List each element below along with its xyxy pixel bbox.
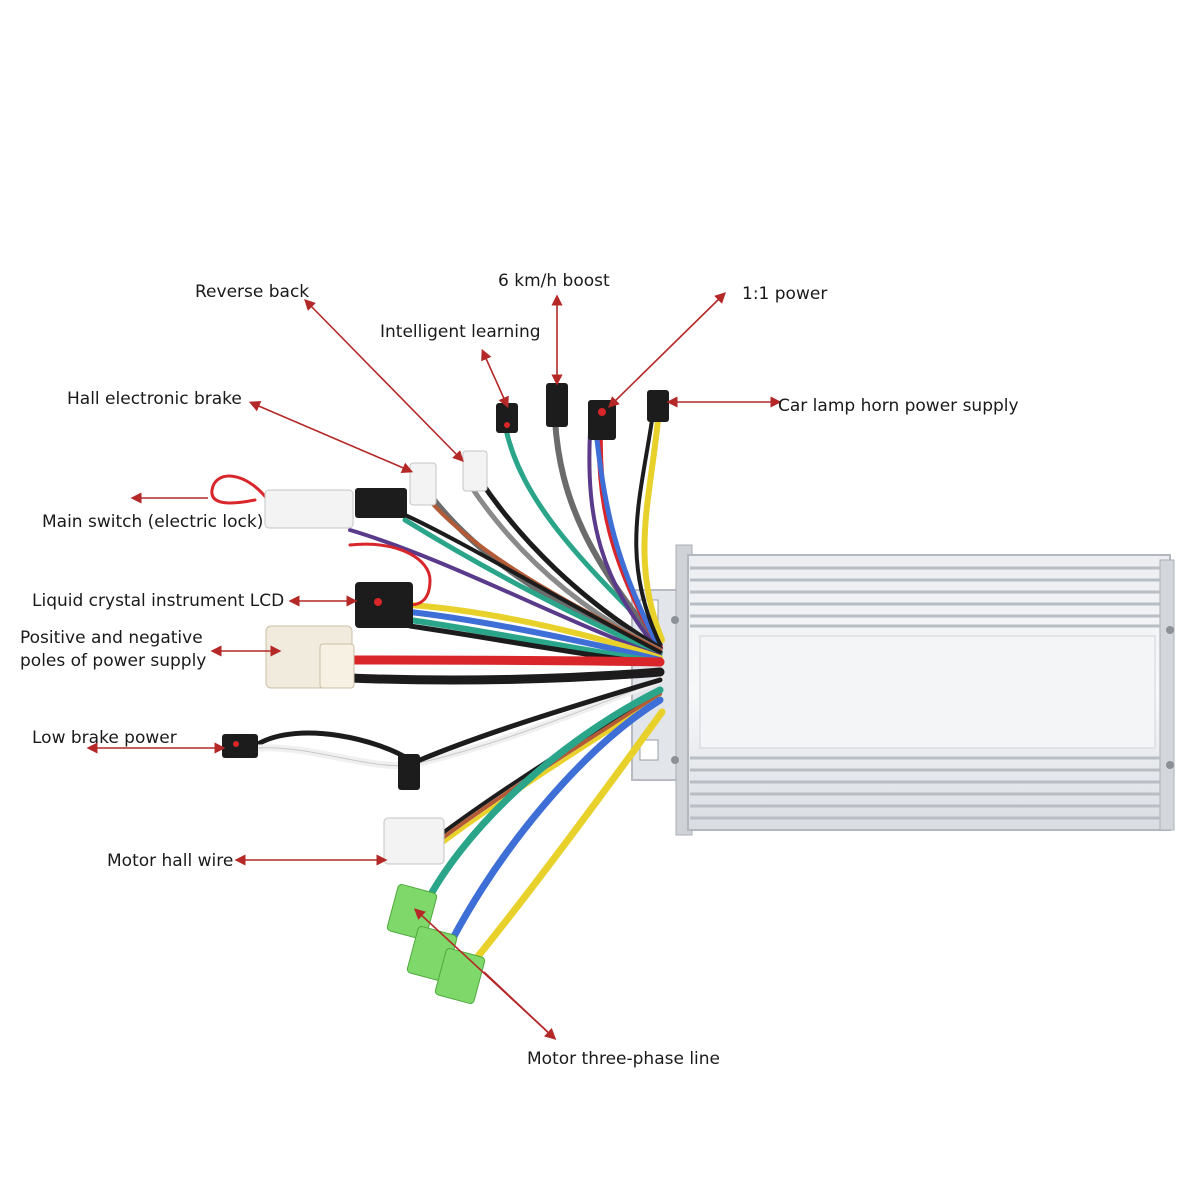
arrow-hall-brake [248, 401, 414, 473]
label-reverse-back: Reverse back [195, 282, 310, 302]
mounting-screw [1166, 626, 1174, 634]
arrow-power-1-1 [608, 292, 726, 408]
label-motor-three-phase: Motor three-phase line [527, 1049, 721, 1069]
label-power-supply-line2: poles of power supply [20, 651, 207, 671]
label-car-lamp-horn: Car lamp horn power supply [778, 396, 1019, 416]
heat-sink-fins [690, 566, 1160, 820]
label-motor-hall-wire: Motor hall wire [107, 851, 234, 871]
lcd-connector [355, 582, 413, 628]
arrow-reverse-back [304, 299, 464, 462]
label-intelligent-learning: Intelligent learning [380, 322, 541, 342]
mounting-screw [671, 756, 679, 764]
wire-harness [210, 417, 666, 964]
label-1-1-power: 1:1 power [742, 284, 828, 304]
controller-housing [631, 544, 1175, 836]
car-lamp-connector [647, 390, 669, 422]
main-switch-connector [264, 488, 407, 529]
mounting-screw [671, 616, 679, 624]
label-hall-electronic-brake: Hall electronic brake [67, 389, 242, 409]
label-6kmh-boost: 6 km/h boost [498, 271, 610, 291]
low-brake-connector [222, 734, 420, 790]
arrow-three-phase-b [483, 971, 557, 1040]
motor-hall-connector [383, 817, 445, 865]
label-power-supply-line1: Positive and negative [20, 628, 203, 648]
label-low-brake-power: Low brake power [32, 728, 177, 748]
power-1-1-connector [588, 400, 616, 440]
hall-brake-connector [409, 450, 488, 506]
label-main-switch: Main switch (electric lock) [42, 512, 264, 532]
intelligent-learning-connector [496, 403, 518, 433]
power-supply-connector [265, 625, 355, 689]
label-lcd: Liquid crystal instrument LCD [32, 591, 285, 611]
leader-arrows [86, 292, 782, 1040]
boost-connector [546, 383, 568, 427]
arrow-intelligent-learning [481, 348, 509, 409]
mounting-screw [1166, 761, 1174, 769]
